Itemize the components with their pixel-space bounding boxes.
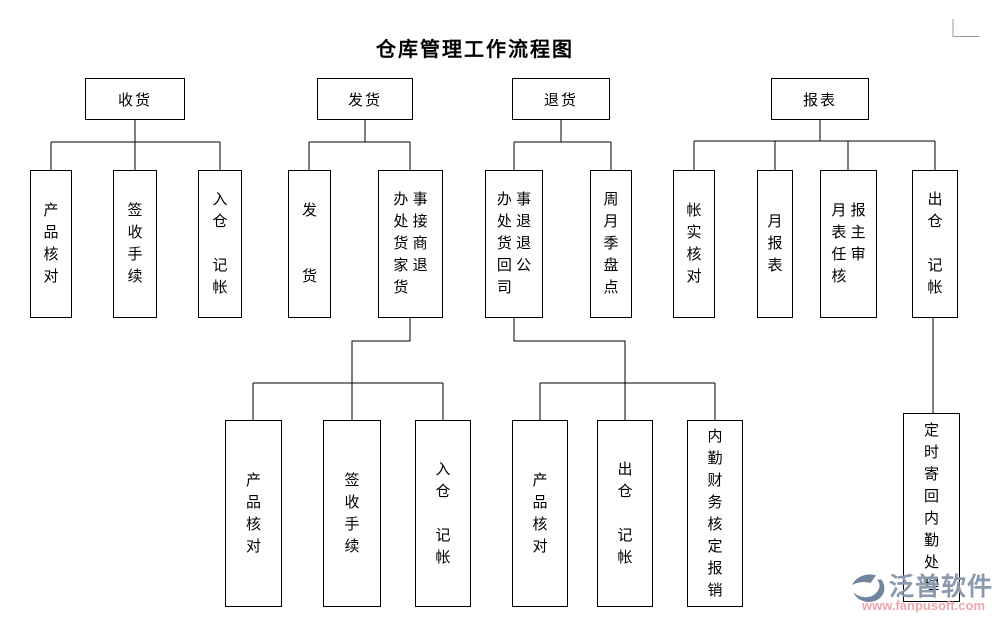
node-returns: 退货 [512,78,610,120]
connector-returns [513,120,612,170]
canvas-corner-mark [952,19,979,38]
node-report-director-review: 月 报 表 主 任 审 核 [820,170,877,318]
connector-shipping-sub [252,318,444,420]
node-send-back-office-process: 定 时 寄 回 内 勤 处 理 [903,413,960,602]
connector-reports [693,120,936,170]
node-shipping: 发货 [317,78,413,120]
node-warehouse-out-entry: 出 仓 记 帐 [912,170,958,318]
diagram-title: 仓库管理工作流程图 [376,39,574,61]
node-warehouse-out-entry-2: 出 仓 记 帐 [597,420,653,607]
connector-shipping [308,120,411,170]
node-reports: 报表 [771,78,869,120]
node-monthly-report: 月 报 表 [757,170,793,318]
node-account-verify: 帐 实 核 对 [673,170,715,318]
node-office-return-to-company: 办 事 处 退 货 退 回 公 司 [485,170,543,318]
node-finance-approve-reimburse: 内 勤 财 务 核 定 报 销 [687,420,743,607]
connector-receiving [50,120,221,170]
node-periodic-inventory: 周 月 季 盘 点 [590,170,632,318]
node-office-receive-merchant-return: 办 事 处 接 货 商 家 退 货 [378,170,443,318]
node-warehouse-in-entry: 入 仓 记 帐 [198,170,242,318]
node-product-check-2: 产 品 核 对 [225,420,282,607]
node-sign-procedure-2: 签 收 手 续 [323,420,381,607]
node-receiving: 收货 [85,78,185,120]
node-product-check-3: 产 品 核 对 [512,420,568,607]
node-warehouse-in-entry-2: 入 仓 记 帐 [415,420,471,607]
connector-returns-sub [513,318,716,420]
node-sign-procedure: 签 收 手 续 [113,170,157,318]
node-ship-goods: 发 货 [288,170,331,318]
node-product-check: 产 品 核 对 [30,170,72,318]
